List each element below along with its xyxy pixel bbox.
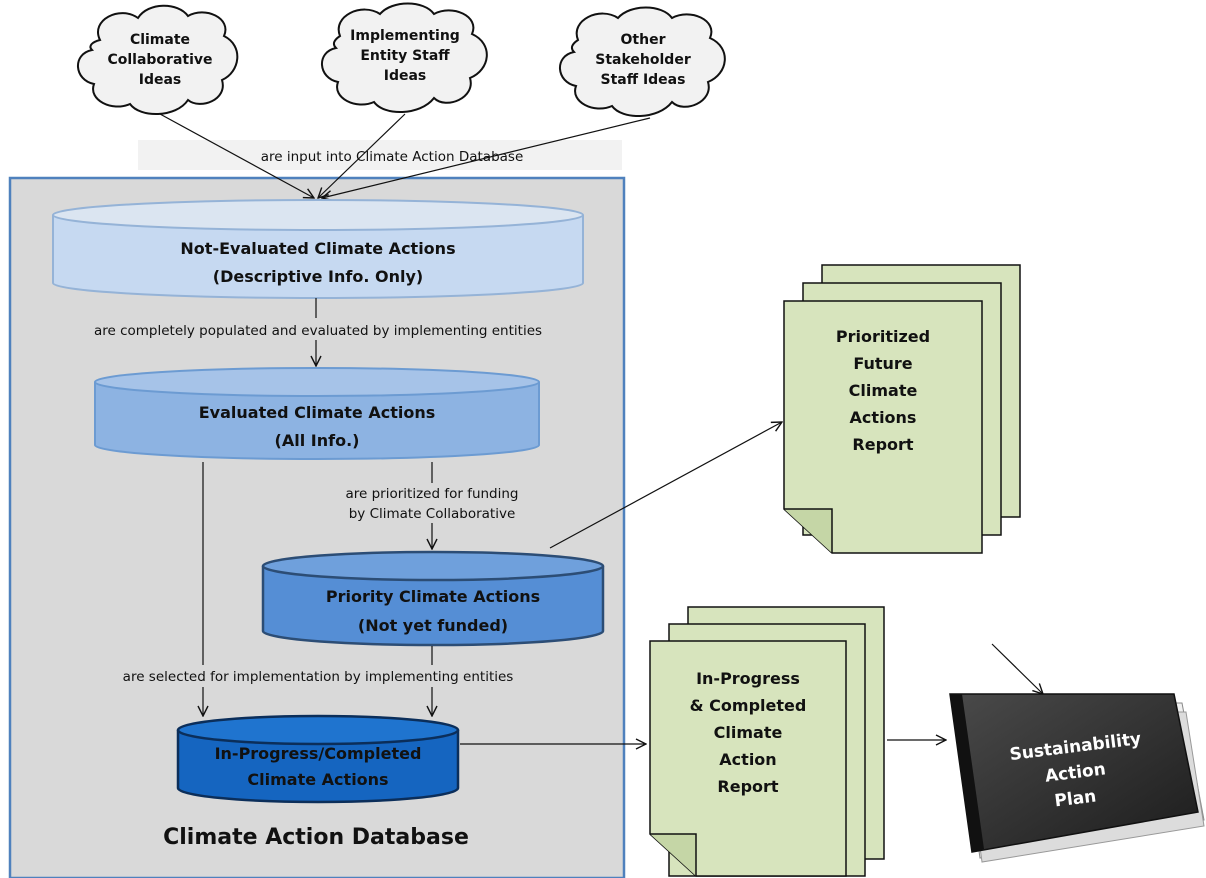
database-title: Climate Action Database <box>163 825 469 850</box>
prioritized-label-line-2: by Climate Collaborative <box>349 506 516 522</box>
cylinder-in-progress-completed-climate-actions: In-Progress/Completed Climate Actions <box>176 714 460 804</box>
cloud-1-line-1: Climate <box>130 32 190 48</box>
arrow-cloud-3-to-db <box>322 117 651 198</box>
cloud-1-line-2: Collaborative <box>107 52 212 68</box>
report-2-line-1: In-Progress <box>696 669 800 688</box>
input-label: are input into Climate Action Database <box>261 149 524 165</box>
report-1-line-2: Future <box>853 354 912 373</box>
cloud-implementing-entity-staff-ideas: Implementing Entity Staff Ideas <box>321 2 488 114</box>
report-1-line-5: Report <box>852 435 914 454</box>
report-in-progress-completed-climate-action: In-Progress & Completed Climate Action R… <box>649 606 885 877</box>
cloud-3-line-1: Other <box>621 32 666 48</box>
cylinder-3-line-1: Priority Climate Actions <box>326 587 540 606</box>
cylinder-evaluated-climate-actions: Evaluated Climate Actions (All Info.) <box>94 367 540 460</box>
cylinder-priority-climate-actions: Priority Climate Actions (Not yet funded… <box>261 550 605 647</box>
populated-label-bg <box>30 318 610 340</box>
cylinder-2-line-1: Evaluated Climate Actions <box>199 403 436 422</box>
cylinder-3-line-2: (Not yet funded) <box>358 616 508 635</box>
report-2-line-3: Climate <box>714 723 783 742</box>
cloud-3-line-2: Stakeholder <box>595 52 691 68</box>
cylinder-4-line-2: Climate Actions <box>247 770 388 789</box>
cloud-other-stakeholder-staff-ideas: Other Stakeholder Staff Ideas <box>559 6 726 118</box>
prioritized-label-line-1: are prioritized for funding <box>345 486 518 502</box>
arrow-cloud-2-to-db <box>318 113 406 198</box>
report-2-line-5: Report <box>717 777 779 796</box>
arrow-cloud-1-to-db <box>159 113 314 198</box>
cylinder-2-line-2: (All Info.) <box>275 431 360 450</box>
cloud-climate-collaborative-ideas: Climate Collaborative Ideas <box>77 4 239 116</box>
cloud-2-line-3: Ideas <box>384 68 427 84</box>
arrow-priority-to-report-1 <box>549 422 782 549</box>
populated-label: are completely populated and evaluated b… <box>94 323 542 339</box>
report-1-line-3: Climate <box>849 381 918 400</box>
selected-label: are selected for implementation by imple… <box>123 669 514 685</box>
report-prioritized-future-climate-actions: Prioritized Future Climate Actions Repor… <box>783 264 1021 554</box>
report-1-line-4: Actions <box>850 408 917 427</box>
cylinder-1-line-1: Not-Evaluated Climate Actions <box>180 239 455 258</box>
cylinder-4-line-1: In-Progress/Completed <box>215 744 422 763</box>
cylinder-1-line-2: (Descriptive Info. Only) <box>213 267 423 286</box>
book-sustainability-action-plan: Sustainability Action Plan <box>949 693 1205 863</box>
cloud-3-line-3: Staff Ideas <box>601 72 686 88</box>
arrow-report-1-to-book <box>991 643 1043 694</box>
cloud-1-line-3: Ideas <box>139 72 182 88</box>
selected-label-bg <box>86 665 552 687</box>
prioritized-label-bg <box>330 483 536 523</box>
report-2-line-2: & Completed <box>690 696 807 715</box>
cloud-2-line-2: Entity Staff <box>360 48 450 64</box>
report-1-line-1: Prioritized <box>836 327 930 346</box>
report-2-line-4: Action <box>719 750 776 769</box>
cylinder-not-evaluated-climate-actions: Not-Evaluated Climate Actions (Descripti… <box>52 199 584 299</box>
cloud-2-line-1: Implementing <box>350 28 460 44</box>
